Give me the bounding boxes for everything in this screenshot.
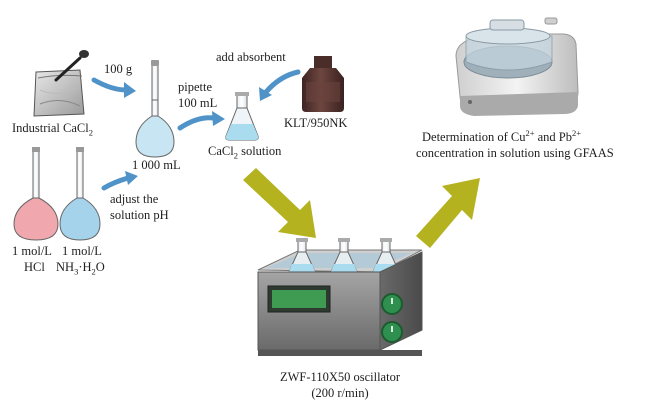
nh3-text-a: NH (56, 260, 75, 274)
hcl-flask-icon (13, 147, 59, 241)
arrow-bottle-to-erlenmeyer (259, 69, 301, 101)
gfaas-text-a: Determination of Cu (422, 130, 526, 144)
reagent-bottle-icon (302, 56, 344, 112)
arrow-reagents-to-flask (101, 171, 138, 191)
gfaas-pb-superscript: 2+ (572, 127, 582, 138)
hcl-name-label: HCl (24, 260, 45, 274)
gfaas-cu-superscript: 2+ (525, 127, 535, 138)
mass-label: 100 g (104, 62, 133, 76)
cacl2-solution-text-a: CaCl (208, 144, 234, 158)
cacl2-solution-text-b: solution (237, 144, 282, 158)
oscillator-name-label: ZWF-110X50 oscillator (279, 370, 400, 384)
pipette-label-line1: pipette (178, 80, 213, 94)
nh3-name-label: NH3·H2O (56, 260, 105, 277)
industrial-cacl2-text: Industrial CaCl (12, 121, 89, 135)
arrow-flask-to-erlenmeyer (177, 111, 225, 131)
nh3-subscript-1: 3 (74, 266, 79, 277)
industrial-cacl2-label: Industrial CaCl2 (12, 121, 93, 138)
erlenmeyer-flask-icon (225, 92, 259, 141)
oscillator-speed-label: (200 r/min) (311, 386, 369, 400)
pipette-label-line2: 100 mL (178, 96, 218, 110)
cacl2-solution-label: CaCl2 solution (208, 144, 282, 161)
add-absorbent-label: add absorbent (216, 50, 286, 64)
nh3-subscript-2: 2 (91, 266, 96, 277)
volumetric-flask-volume-label: 1 000 mL (132, 158, 181, 172)
nh3-flask-icon (59, 147, 101, 241)
adjust-ph-label-line2: solution pH (110, 208, 169, 222)
arrow-to-oscillator (243, 168, 316, 238)
nh3-text-c: O (95, 260, 105, 274)
blue-flow-arrows (91, 69, 301, 191)
hcl-concentration-label: 1 mol/L (12, 244, 52, 258)
sample-bag-icon (33, 50, 89, 117)
gfaas-instrument-icon (455, 17, 579, 116)
cacl2-solution-subscript: 2 (233, 150, 238, 161)
gfaas-label-line2: concentration in solution using GFAAS (416, 146, 614, 160)
olive-flow-arrows (243, 168, 480, 248)
oscillator-icon (257, 238, 423, 356)
arrow-to-gfaas (416, 178, 480, 248)
nh3-text-b: ·H (78, 260, 92, 274)
gfaas-text-b: and Pb (534, 130, 572, 144)
industrial-cacl2-subscript: 2 (88, 127, 93, 138)
gfaas-label-line1: Determination of Cu2+ and Pb2+ (422, 127, 582, 145)
klt-label: KLT/950NK (284, 116, 348, 130)
adjust-ph-label-line1: adjust the (110, 192, 159, 206)
nh3-concentration-label: 1 mol/L (62, 244, 102, 258)
volumetric-flask-icon (135, 60, 175, 158)
arrow-bag-to-flask (91, 77, 136, 98)
